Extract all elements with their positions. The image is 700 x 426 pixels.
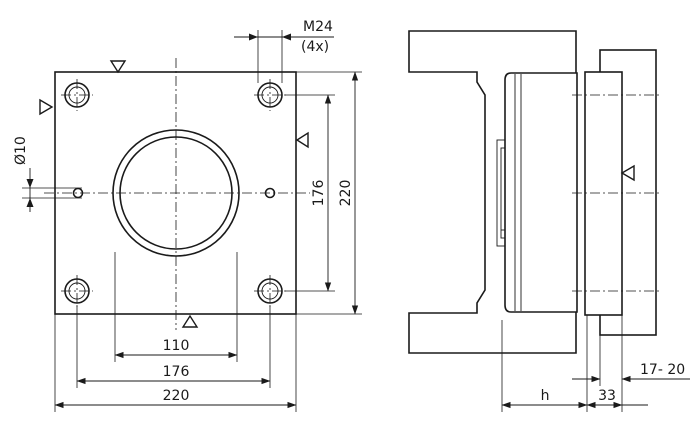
threaded-hole-top-left	[61, 79, 93, 111]
thread-count-label: (4x)	[301, 39, 329, 55]
range-label: 17- 20	[640, 362, 685, 378]
bore-width-label: 110	[163, 338, 190, 354]
datum-triangle-left	[39, 98, 54, 116]
side-flange	[584, 71, 623, 316]
pin-hole-left	[72, 187, 84, 199]
thread-leader-arrow-left	[249, 33, 258, 41]
threaded-hole-top-right	[254, 79, 286, 111]
side-view: h 33 17- 20	[408, 30, 690, 412]
datum-triangle-top	[109, 60, 127, 74]
plate-width-label: 220	[163, 388, 190, 404]
plate-height-label: 220	[338, 180, 354, 207]
side-bracket	[408, 30, 577, 354]
hole-spacing-horizontal-label: 176	[163, 364, 190, 380]
flange-thickness-label: 33	[598, 388, 616, 404]
side-hub-face	[500, 147, 506, 239]
datum-triangle-side	[620, 164, 635, 182]
thread-leader-arrow-right	[282, 33, 291, 41]
hole-spacing-vertical-label: 176	[311, 180, 327, 207]
datum-triangle-bottom	[181, 314, 199, 328]
central-bore-outer	[112, 129, 240, 257]
thread-size-label: M24	[303, 19, 333, 35]
pin-diameter-label: Ø10	[13, 136, 29, 165]
pin-hole-right	[264, 187, 276, 199]
side-disc-body	[504, 72, 578, 313]
front-view: M24 (4x) Ø10 176 220 110 176 220	[13, 19, 362, 412]
threaded-hole-bottom-right	[254, 275, 286, 307]
height-h-label: h	[541, 388, 550, 404]
datum-triangle-right	[295, 131, 309, 149]
threaded-hole-bottom-left	[61, 275, 93, 307]
central-bore-inner	[119, 136, 233, 250]
